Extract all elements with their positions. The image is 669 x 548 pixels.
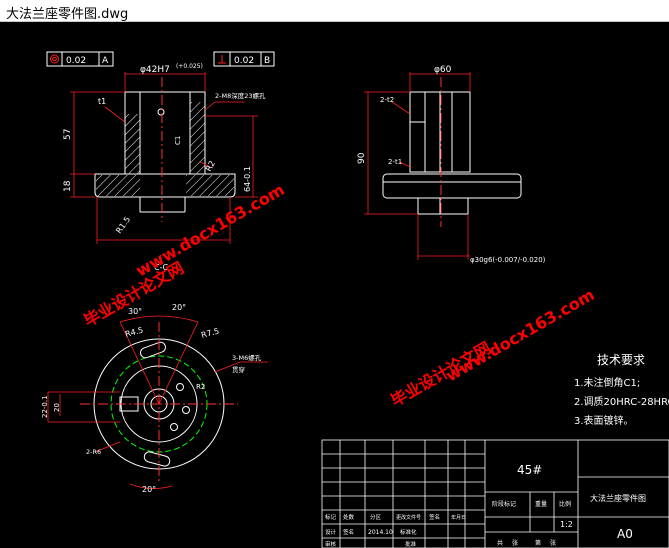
title-design-1: 签名: [343, 528, 354, 536]
title-header-1: 处数: [343, 513, 355, 521]
bottom-note-2: 贯穿: [232, 365, 245, 374]
front-chamfer: C1: [174, 136, 182, 145]
title-bottom-0: 审核: [325, 540, 337, 548]
front-dim-height-lower: 18: [63, 180, 73, 192]
watermark-text-2: 毕业设计论文网: [388, 338, 495, 410]
tech-item-2: 2.调质20HRC-28HRC;: [574, 396, 669, 408]
drawing-canvas[interactable]: 0.02 A 0.02 B: [0, 22, 669, 548]
bottom-thread-note: 3-M6螺孔: [232, 353, 262, 362]
title-bottom-1: 批准: [405, 540, 417, 548]
bottom-angle-right: 20°: [172, 303, 186, 312]
front-dim-top: φ42H7: [140, 65, 170, 75]
bottom-angle-left: 30°: [128, 307, 142, 316]
title-bar: 大法兰座零件图.dwg: [0, 0, 669, 22]
perpendicularity-datum: B: [264, 56, 270, 66]
title-label-stage: 阶段标记: [492, 500, 516, 508]
tolerance-frame-perpendicularity: [213, 51, 275, 67]
bottom-dim-r2: R2: [196, 383, 205, 391]
title-header-5: 年月日: [451, 514, 466, 521]
perpendicularity-value: 0.02: [234, 56, 254, 66]
title-header-3: 更改文件号: [396, 514, 421, 521]
title-material: 45#: [517, 463, 542, 477]
bottom-angle-bottom: 20°: [142, 485, 156, 494]
title-bottom-2: 共: [497, 539, 503, 547]
front-dim-height-upper: 57: [63, 129, 73, 140]
front-dim-top-tol: (+0.025): [176, 63, 203, 70]
side-dim-height: 90: [357, 152, 367, 164]
title-bottom-5: 张: [550, 539, 556, 547]
watermark-text-1: 毕业设计论文网: [81, 258, 188, 330]
title-header-4: 签名: [429, 513, 440, 521]
front-radius-r15: R1.5: [114, 215, 132, 235]
watermark-group: www.docx163.com 毕业设计论文网 www.docx163.com …: [81, 180, 598, 411]
coaxiality-symbol-icon: [50, 54, 59, 64]
title-block: [321, 439, 669, 548]
title-sheet-size: A0: [617, 527, 633, 541]
tolerance-frame-coaxiality: [46, 51, 114, 67]
title-bottom-3: 张: [512, 539, 518, 547]
tech-requirements: 技术要求 1.未注倒角C1; 2.调质20HRC-28HRC; 3.表面镀锌。: [574, 353, 669, 427]
bottom-dim-left1: 22-0.1: [41, 395, 49, 418]
front-section-label: C-C: [154, 263, 168, 272]
front-radius-r2: R2: [204, 159, 217, 173]
title-header-2: 分区: [370, 513, 382, 521]
bottom-plan-view: 30° 20° 20° R4.5 R7.5 22-0.1 20 R2 3-M6螺…: [41, 303, 268, 494]
front-dim-right: 64-0.1: [243, 166, 252, 192]
bottom-dim-left2: 20: [53, 403, 61, 412]
side-label-mid: 2-t1: [388, 158, 402, 166]
coaxiality-datum: A: [102, 56, 109, 66]
front-section-view: φ42H7 (+0.025) 57 18 64-0.1 2-M8深度23螺孔 R…: [63, 63, 266, 272]
window-title: 大法兰座零件图.dwg: [6, 7, 129, 22]
title-design-0: 设计: [325, 528, 337, 536]
side-dim-top: φ60: [434, 65, 452, 75]
cad-drawing[interactable]: 0.02 A 0.02 B: [0, 22, 669, 548]
title-scale: 1:2: [560, 520, 573, 529]
title-date: 2014.10: [368, 529, 393, 536]
tech-item-3: 3.表面镀锌。: [574, 414, 634, 427]
tech-title: 技术要求: [597, 353, 645, 367]
title-label-weight: 重量: [535, 500, 547, 508]
bottom-radius-left: R4.5: [124, 326, 144, 339]
side-dim-bottom: φ30g6(-0.007/-0.020): [470, 256, 546, 264]
front-label-t1: t1: [98, 97, 106, 106]
front-thread-note: 2-M8深度23螺孔: [215, 91, 266, 100]
coaxiality-value: 0.02: [66, 56, 86, 66]
side-view: φ60 90 φ30g6(-0.007/-0.020) 2-t2 2-t1: [357, 65, 546, 264]
tech-item-1: 1.未注倒角C1;: [574, 376, 640, 389]
title-label-scale: 比例: [559, 500, 571, 508]
title-part-name: 大法兰座零件图: [590, 493, 646, 503]
title-design-3: 标准化: [400, 528, 417, 536]
bottom-radius-right: R7.5: [200, 327, 220, 340]
bottom-label: 2-R6: [86, 448, 101, 456]
title-header-0: 标记: [325, 513, 337, 521]
side-label-left: 2-t2: [380, 96, 394, 104]
title-bottom-4: 第: [535, 539, 541, 547]
